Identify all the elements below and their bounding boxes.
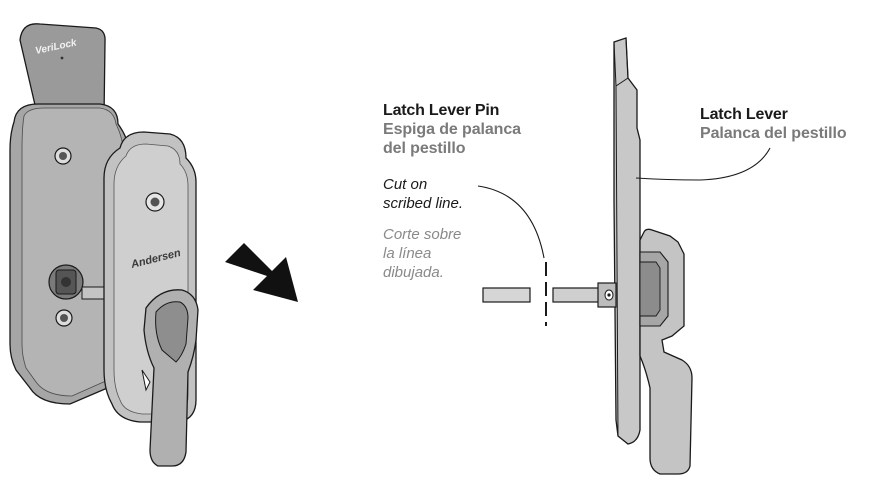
latch-lever-pin-label: Latch Lever Pin: [383, 102, 500, 119]
latch-lever-leader-line: [635, 147, 771, 181]
cut-instruction-en-1: Cut on: [383, 176, 428, 193]
latch-lever-label-es: Palanca del pestillo: [700, 125, 847, 142]
cut-instruction-es-2: la línea: [383, 245, 432, 262]
latch-lever-label: Latch Lever: [700, 106, 788, 123]
cut-instruction-es-3: dibujada.: [383, 264, 444, 281]
cut-instruction-en-2: scribed line.: [383, 195, 464, 212]
latch-lever-pin-label-es-2: del pestillo: [383, 140, 466, 157]
cut-leader-line: [477, 185, 545, 259]
cut-off-pin-segment: [482, 287, 531, 303]
latch-lever-pin: [482, 282, 617, 308]
verilock-back-plate: VeriLock: [9, 23, 131, 405]
cut-instruction-es-1: Corte sobre: [383, 226, 462, 243]
door-plate-side-view: [613, 37, 641, 445]
latch-lever-handle: [639, 228, 693, 475]
latch-lever-pin-label-es-1: Espiga de palanca: [383, 121, 521, 138]
left-latch-handle: [141, 289, 199, 467]
arrow-right-down-icon: [225, 243, 298, 302]
